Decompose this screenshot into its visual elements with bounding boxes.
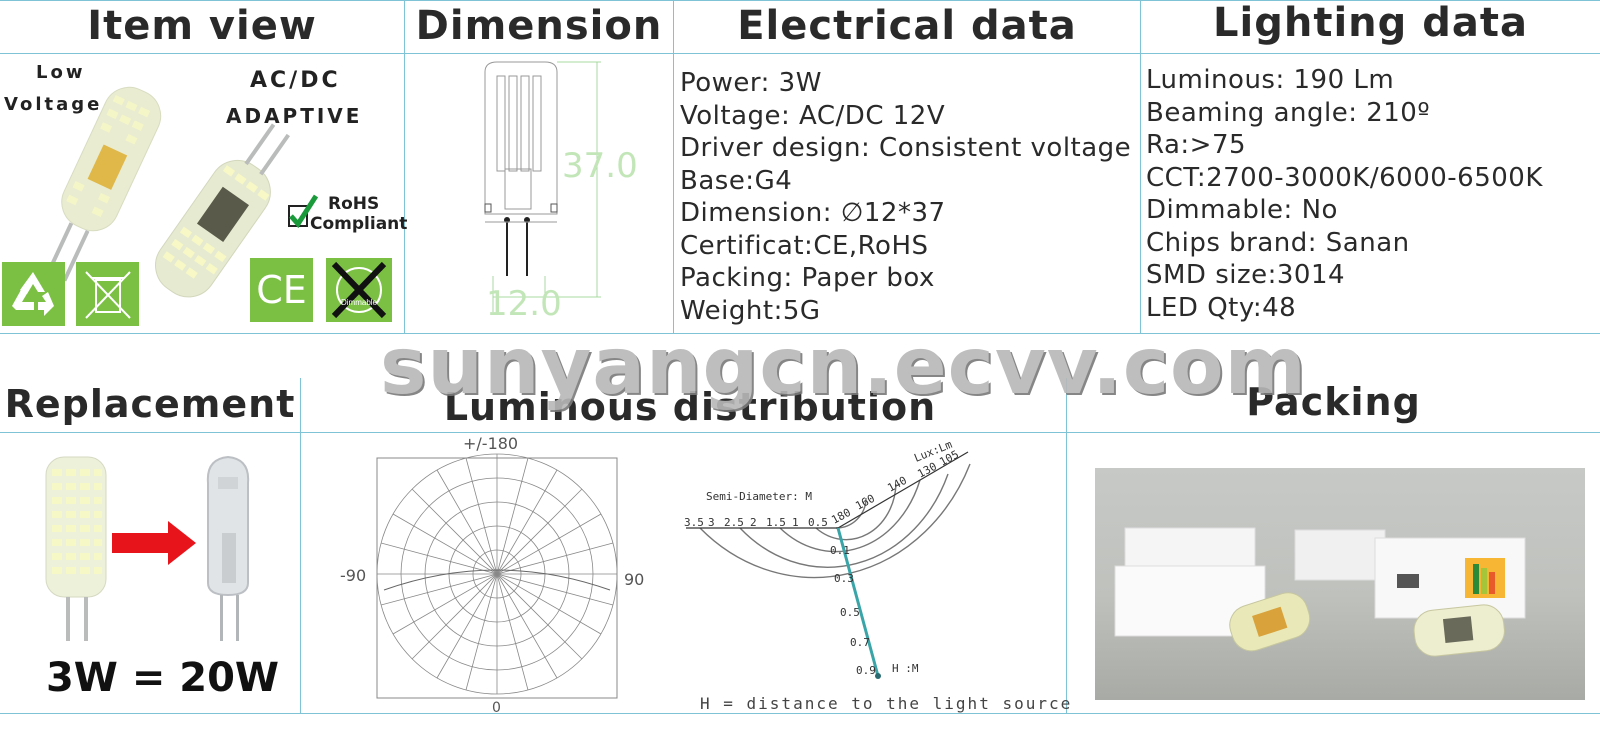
polar-label-left: -90 [340, 566, 367, 585]
header-item-view: Item view [87, 3, 317, 49]
polar-label-bottom: 0 [492, 700, 501, 716]
cone-note: H = distance to the light source [700, 694, 1073, 713]
diameter-tick: 3 [708, 516, 715, 529]
h-tick: 0.3 [834, 572, 854, 585]
lighting-led-qty: LED Qty:48 [1146, 292, 1297, 323]
electrical-certificat: Certificat:CE,RoHS [680, 230, 929, 261]
grid-line-v5 [1066, 378, 1067, 714]
weee-bin-icon [76, 262, 139, 326]
diameter-tick: 3.5 [684, 516, 704, 529]
lighting-data-list: Luminous: 190 Lm Beaming angle: 210º Ra:… [1146, 64, 1598, 324]
electrical-driver: Driver design: Consistent voltage [680, 133, 1132, 163]
diameter-tick: 2.5 [724, 516, 744, 529]
dimension-height-label: 37.0 [562, 146, 638, 186]
grid-line-mid [0, 333, 1600, 334]
grid-line-v1 [404, 0, 405, 334]
grid-line-bottom [0, 713, 1600, 714]
electrical-weight: Weight:5G [680, 295, 821, 326]
dimension-width-label: 12.0 [486, 284, 562, 324]
semi-diameter-label: Semi-Diameter: M [706, 490, 812, 503]
h-tick: 0.9 [856, 664, 876, 677]
grid-line-v2 [673, 0, 674, 334]
header-electrical: Electrical data [737, 3, 1077, 49]
electrical-data-list: Power: 3W Voltage: AC/DC 12V Driver desi… [680, 67, 1131, 327]
header-lighting: Lighting data [1213, 0, 1528, 46]
grid-line-top [0, 0, 1600, 1]
diameter-tick: 2 [750, 516, 757, 529]
rohs-check-icon [288, 194, 318, 229]
cone-diagram: Semi-Diameter: M Lux:Lm H :M 3.5 3 2.5 2… [684, 440, 971, 679]
replacement-image [45, 455, 250, 641]
dimension-drawing [484, 61, 601, 312]
lighting-chips-brand: Chips brand: Sanan [1146, 227, 1410, 258]
adaptive-label: adaptive [226, 104, 363, 128]
electrical-base: Base:G4 [680, 165, 793, 196]
electrical-power: Power: 3W [680, 68, 822, 98]
watermark-text: sunyangcn.ecvv.com [380, 322, 1307, 412]
h-tick: 0.1 [830, 544, 850, 557]
grid-line-v4 [300, 378, 301, 714]
header-dimension: Dimension [415, 3, 663, 49]
lux-tick: 140 [885, 474, 909, 495]
header-replacement: Replacement [4, 382, 296, 426]
lux-tick: 160 [853, 492, 877, 513]
ce-mark-icon: CE [250, 258, 313, 322]
header-luminous-distribution: Luminous distribution [443, 385, 937, 429]
lighting-dimmable: Dimmable: No [1146, 195, 1338, 225]
low-voltage-label: Low [36, 62, 86, 83]
lighting-beaming-angle: Beaming angle: 210º [1146, 97, 1431, 128]
grid-line-header-1 [0, 53, 1600, 54]
electrical-dimension: Dimension: ∅12*37 [680, 198, 946, 228]
h-m-label: H :M [892, 662, 919, 675]
electrical-voltage: Voltage: AC/DC 12V [680, 100, 946, 131]
diameter-tick: 1.5 [766, 516, 786, 529]
rohs-compliant-label: Compliant [310, 214, 408, 234]
header-packing: Packing [1246, 380, 1421, 424]
polar-label-right: 90 [624, 570, 645, 589]
lighting-ra: Ra:>75 [1146, 130, 1247, 160]
no-dimmable-icon: Dimmable [326, 258, 392, 322]
packing-photo [1095, 468, 1585, 700]
acdc-label: AC/DC [250, 68, 341, 93]
h-tick: 0.5 [840, 606, 860, 619]
grid-line-header-2 [0, 432, 1600, 433]
led-bulb-image [46, 86, 290, 298]
polar-distribution-chart [376, 453, 618, 699]
dimmable-badge-label: Dimmable [340, 298, 377, 307]
voltage-label: Voltage [4, 94, 103, 115]
replacement-equation: 3W = 20W [45, 655, 280, 701]
lux-tick: 180 [829, 506, 853, 527]
recycle-icon [2, 262, 65, 326]
rohs-label: RoHS [328, 194, 380, 214]
polar-label-top: +/-180 [463, 434, 519, 453]
diameter-tick: 1 [792, 516, 799, 529]
electrical-packing: Packing: Paper box [680, 263, 935, 293]
h-tick: 0.7 [850, 636, 870, 649]
diameter-tick: 0.5 [808, 516, 828, 529]
grid-line-v3 [1140, 0, 1141, 334]
lighting-smd-size: SMD size:3014 [1146, 260, 1346, 290]
lighting-luminous: Luminous: 190 Lm [1146, 65, 1395, 95]
lighting-cct: CCT:2700-3000K/6000-6500K [1146, 162, 1543, 193]
